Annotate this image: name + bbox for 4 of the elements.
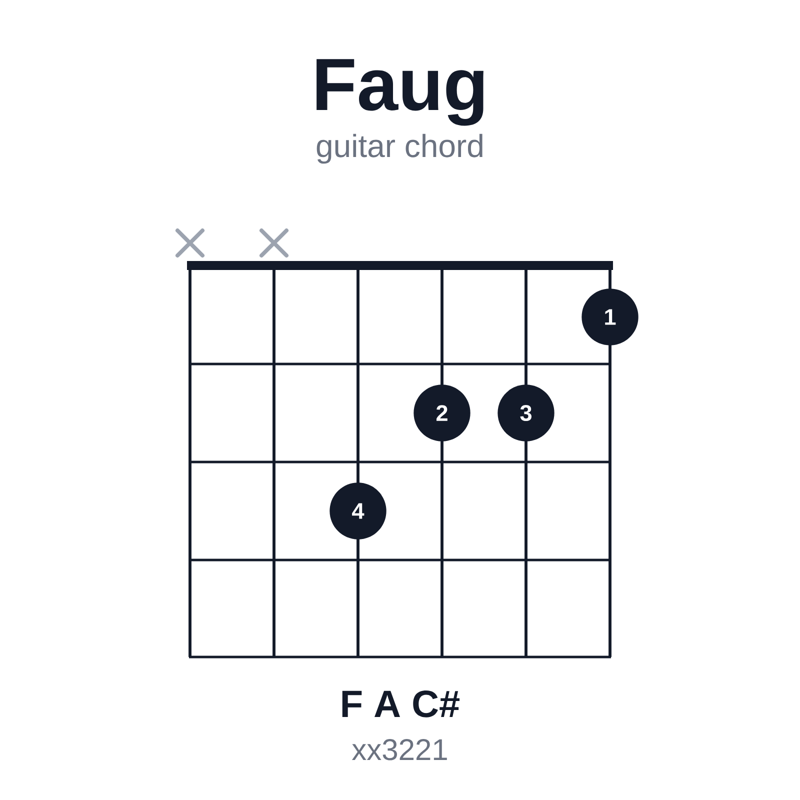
subtitle: guitar chord — [316, 134, 482, 164]
chord-notes: F A C# — [342, 690, 460, 718]
fingering-code: xx3221 — [352, 739, 447, 760]
chord-title: Faug — [316, 59, 484, 126]
